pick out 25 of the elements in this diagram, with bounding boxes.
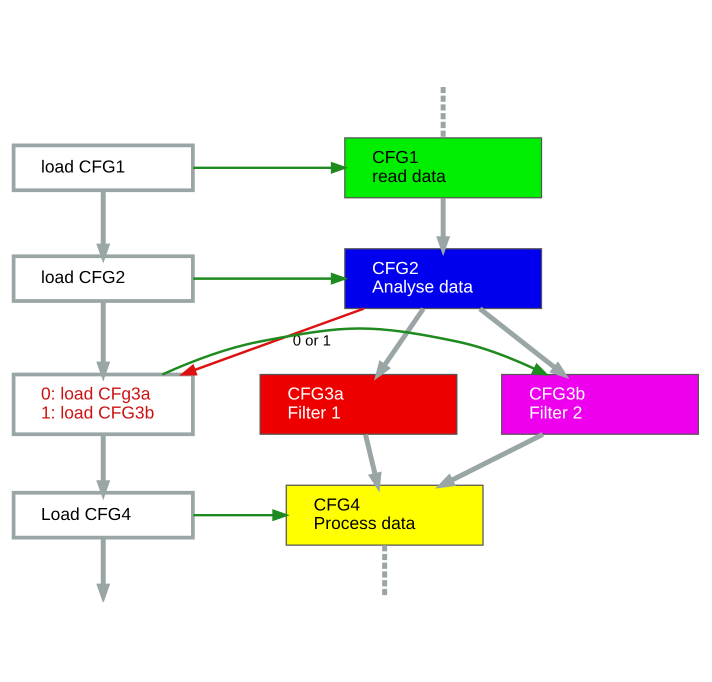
arrow [193,161,348,174]
arrow [434,432,544,488]
node-box: CFG2 Analyse data [344,248,542,309]
arrow [363,434,382,492]
arrow [162,326,550,376]
arrow [374,306,426,380]
arrow [96,537,110,602]
arrow [478,306,570,379]
node-box: CFG1 read data [344,136,542,198]
node-box: load CFG2 [12,254,195,302]
node-box: CFG3b Filter 2 [501,373,700,434]
arrow [193,508,290,521]
arrow [96,190,110,264]
arrow [96,300,110,382]
arrow [179,306,364,376]
arrow [193,272,348,284]
node-box: 0: load CFg3a 1: load CFG3b [12,372,195,436]
node-box: Load CFG4 [12,490,195,539]
arrow [436,198,450,256]
arrow [96,434,110,500]
connector [440,86,446,138]
node-box: load CFG1 [12,143,195,192]
connector [382,544,388,596]
node-box: CFG4 Process data [286,484,484,546]
node-box: CFG3a Filter 1 [260,373,458,434]
